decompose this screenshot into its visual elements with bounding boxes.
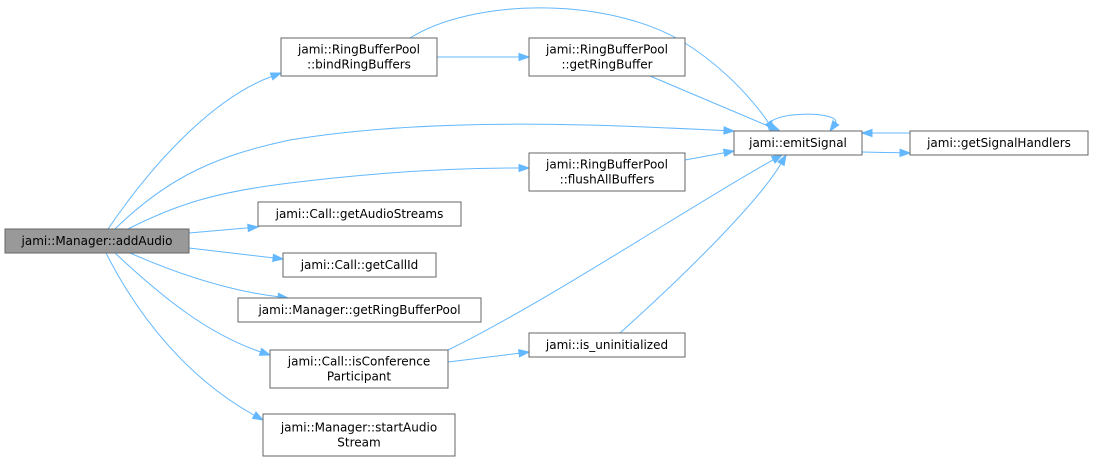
node-label: jami::getSignalHandlers bbox=[926, 136, 1071, 150]
node-box[interactable] bbox=[528, 332, 686, 358]
edge-addAudio-to-bindRingBuffers bbox=[107, 72, 283, 230]
edge-addAudio-to-emitSignal bbox=[114, 123, 736, 230]
edge-getRingBuffer-to-emitSignal bbox=[649, 75, 782, 132]
edge-addAudio-to-flushAllBuffers bbox=[127, 163, 531, 230]
node-label: ::bindRingBuffers bbox=[307, 58, 411, 72]
arrowhead-icon bbox=[770, 154, 784, 164]
node-getSignalHandlers[interactable]: jami::getSignalHandlers bbox=[909, 130, 1089, 156]
edge-line bbox=[107, 75, 273, 230]
edge-line bbox=[188, 247, 275, 259]
node-layer: jami::Manager::addAudio jami::RingBufferP… bbox=[4, 37, 1089, 457]
node-label: jami::RingBufferPool bbox=[297, 43, 420, 57]
node-addAudio[interactable]: jami::Manager::addAudio bbox=[4, 228, 190, 254]
edge-line bbox=[129, 252, 280, 298]
node-label: Participant bbox=[327, 370, 392, 384]
node-label: jami::Call::getCallId bbox=[300, 258, 419, 272]
edge-addAudio-to-getRingBufferPool bbox=[129, 252, 290, 302]
edge-flushAllBuffers-to-emitSignal bbox=[684, 148, 736, 161]
node-box[interactable] bbox=[280, 37, 438, 77]
node-emitSignal[interactable]: jami::emitSignal bbox=[733, 130, 863, 156]
edge-addAudio-to-getAudioStreams bbox=[188, 223, 260, 234]
edge-line bbox=[619, 162, 782, 334]
edge-emitSignal-to-emitSignal bbox=[767, 113, 840, 133]
edge-line bbox=[684, 152, 726, 161]
node-label: jami::Manager::addAudio bbox=[21, 234, 173, 248]
edge-addAudio-to-isConferenceParticipant bbox=[114, 252, 272, 356]
edge-line bbox=[114, 123, 726, 230]
arrowhead-icon bbox=[722, 148, 736, 158]
node-bindRingBuffers[interactable]: jami::RingBufferPool::bindRingBuffers bbox=[280, 37, 438, 77]
edge-line bbox=[105, 252, 256, 417]
node-label: jami::Call::getAudioStreams bbox=[275, 207, 444, 221]
arrowhead-icon bbox=[723, 126, 736, 135]
arrowhead-icon bbox=[860, 128, 873, 138]
edge-layer bbox=[105, 7, 912, 421]
node-box[interactable] bbox=[4, 228, 190, 254]
arrowhead-icon bbox=[777, 153, 787, 167]
edge-getSignalHandlers-to-emitSignal bbox=[860, 128, 910, 138]
edge-line bbox=[127, 167, 521, 230]
edge-addAudio-to-startAudioStream bbox=[105, 252, 265, 421]
arrowhead-icon bbox=[518, 349, 531, 358]
edge-isConferenceParticipant-to-is_uninitialized bbox=[447, 349, 531, 363]
edge-is_uninitialized-to-emitSignal bbox=[619, 153, 787, 334]
node-label: ::flushAllBuffers bbox=[560, 173, 655, 187]
node-getRingBufferPool[interactable]: jami::Manager::getRingBufferPool bbox=[237, 297, 482, 323]
arrowhead-icon bbox=[272, 253, 285, 263]
node-label: jami::Manager::startAudio bbox=[280, 421, 437, 435]
edge-line bbox=[409, 7, 770, 124]
node-getRingBuffer[interactable]: jami::RingBufferPool::getRingBuffer bbox=[528, 37, 686, 77]
arrowhead-icon bbox=[258, 347, 272, 356]
arrowhead-icon bbox=[251, 411, 265, 421]
edge-emitSignal-to-getSignalHandlers bbox=[861, 148, 912, 158]
edge-isConferenceParticipant-to-emitSignal bbox=[447, 154, 784, 351]
edge-bindRingBuffers-to-getRingBuffer bbox=[437, 52, 531, 62]
arrowhead-icon bbox=[899, 148, 912, 158]
node-label: jami::emitSignal bbox=[748, 136, 847, 150]
arrowhead-icon bbox=[269, 72, 283, 81]
node-getAudioStreams[interactable]: jami::Call::getAudioStreams bbox=[257, 201, 462, 227]
node-box[interactable] bbox=[269, 349, 449, 389]
node-is_uninitialized[interactable]: jami::is_uninitialized bbox=[528, 332, 686, 358]
edge-line bbox=[767, 113, 837, 132]
node-box[interactable] bbox=[257, 201, 462, 227]
edge-line bbox=[114, 252, 262, 353]
node-box[interactable] bbox=[237, 297, 482, 323]
arrowhead-icon bbox=[518, 163, 531, 173]
node-box[interactable] bbox=[733, 130, 863, 156]
node-label: Stream bbox=[337, 436, 380, 450]
node-box[interactable] bbox=[909, 130, 1089, 156]
arrowhead-icon bbox=[518, 52, 531, 62]
arrowhead-icon bbox=[247, 223, 260, 233]
node-box[interactable] bbox=[528, 37, 686, 77]
node-getCallId[interactable]: jami::Call::getCallId bbox=[282, 252, 437, 278]
node-label: jami::RingBufferPool bbox=[545, 158, 668, 172]
node-box[interactable] bbox=[528, 152, 686, 192]
edge-addAudio-to-getCallId bbox=[188, 247, 285, 263]
node-flushAllBuffers[interactable]: jami::RingBufferPool::flushAllBuffers bbox=[528, 152, 686, 192]
node-box[interactable] bbox=[262, 413, 456, 457]
node-label: jami::Call::isConference bbox=[287, 355, 430, 369]
edge-line bbox=[447, 352, 521, 363]
edge-line bbox=[447, 158, 775, 351]
edge-line bbox=[649, 75, 772, 128]
node-box[interactable] bbox=[282, 252, 437, 278]
node-label: jami::is_uninitialized bbox=[545, 338, 668, 352]
node-label: jami::RingBufferPool bbox=[545, 43, 668, 57]
arrowhead-icon bbox=[829, 119, 840, 133]
node-label: ::getRingBuffer bbox=[561, 58, 652, 72]
edge-line bbox=[188, 227, 250, 234]
node-label: jami::Manager::getRingBufferPool bbox=[257, 303, 460, 317]
edge-line bbox=[861, 151, 902, 154]
